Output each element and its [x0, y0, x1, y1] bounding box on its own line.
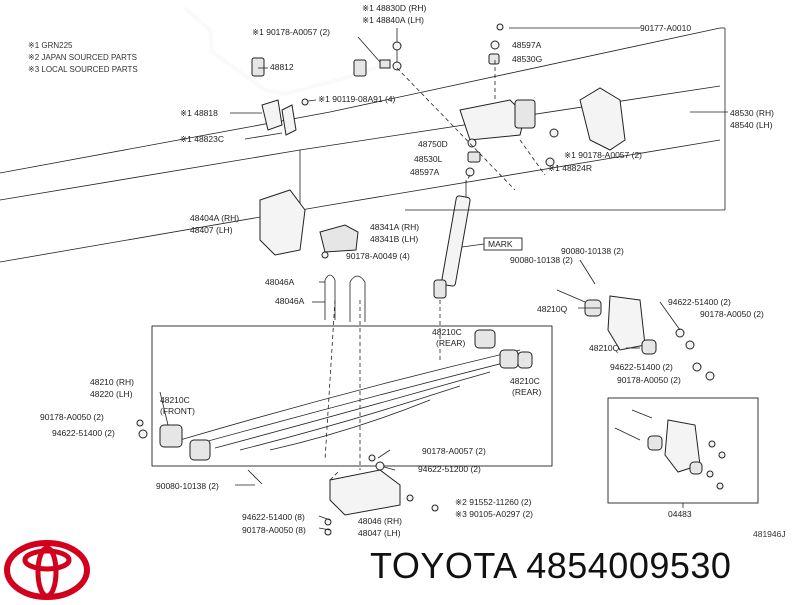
label-90178-a0050-r2: 90178-A0050 (2): [617, 375, 681, 385]
label-rear-top: (REAR): [436, 338, 465, 348]
note-3: ※3 LOCAL SOURCED PARTS: [28, 65, 138, 74]
stabilizer-bushing: [251, 57, 265, 77]
label-94622-8: 94622-51400 (8): [242, 512, 305, 522]
spring-hanger-bracket: [459, 23, 626, 177]
label-48341a: 48341A (RH): [370, 222, 419, 232]
label-90178-a0057-mid: ※1 90178-A0057 (2): [564, 150, 642, 160]
stabilizer-link: [379, 28, 402, 71]
mark-label: MARK: [488, 239, 513, 249]
label-48540: 48540 (LH): [730, 120, 773, 130]
label-48220: 48220 (LH): [90, 389, 133, 399]
label-48840a: ※1 48840A (LH): [362, 15, 424, 25]
label-48812: 48812: [270, 62, 294, 72]
leader-lines: [159, 27, 728, 531]
label-90080-c: 90080-10138 (2): [156, 481, 219, 491]
label-91552: ※2 91552-11260 (2): [455, 497, 532, 507]
brand-name: TOYOTA: [370, 545, 516, 586]
frame-rail: [0, 27, 721, 263]
label-48530g: 48530G: [512, 54, 542, 64]
shackle-kit: [614, 409, 726, 490]
label-rear-bot: (REAR): [512, 387, 541, 397]
label-48823c: ※1 48823C: [180, 134, 224, 144]
footer-title: TOYOTA 4854009530: [370, 545, 731, 587]
dashed-guides: [324, 60, 546, 481]
label-90178-a0057-top: ※1 90178-A0057 (2): [252, 27, 330, 37]
label-front: (FRONT): [160, 406, 195, 416]
note-1: ※1 GRN225: [28, 41, 73, 50]
spring-seat: [247, 454, 439, 536]
label-48047: 48047 (LH): [358, 528, 401, 538]
label-48046a-1: 48046A: [265, 277, 295, 287]
label-48046: 48046 (RH): [358, 516, 402, 526]
label-48210c-rear-bot: 48210C: [510, 376, 540, 386]
label-48341b: 48341B (LH): [370, 234, 418, 244]
label-48824r: ※1 48824R: [548, 163, 592, 173]
front-hanger-bracket: [259, 189, 359, 259]
notes-legend: ※1 GRN225 ※2 JAPAN SOURCED PARTS ※3 LOCA…: [28, 41, 138, 74]
label-90178-a0050-l: 90178-A0050 (2): [40, 412, 104, 422]
label-90178-a0049: 90178-A0049 (4): [346, 251, 410, 261]
label-90105: ※3 90105-A0297 (2): [455, 509, 533, 519]
label-48530l: 48530L: [414, 154, 443, 164]
leaf-spring-box: [151, 325, 553, 467]
figure-code: 481946J: [753, 529, 786, 539]
label-48046a-2: 48046A: [275, 296, 305, 306]
label-48597a-mid: 48597A: [410, 167, 440, 177]
toyota-logo: [4, 540, 90, 600]
stabilizer-bracket: [261, 98, 309, 136]
rear-shackle: [556, 259, 715, 381]
label-94622-l: 94622-51400 (2): [52, 428, 115, 438]
label-90080-b: 90080-10138 (2): [510, 255, 573, 265]
label-48407: 48407 (LH): [190, 225, 233, 235]
label-90177: 90177-A0010: [640, 23, 691, 33]
label-90080-a: 90080-10138 (2): [561, 246, 624, 256]
label-48830d: ※1 48830D (RH): [362, 3, 426, 13]
label-90178-a0050-r1: 90178-A0050 (2): [700, 309, 764, 319]
note-2: ※2 JAPAN SOURCED PARTS: [28, 53, 137, 62]
label-04483: 04483: [668, 509, 692, 519]
label-94622-51200: 94622-51200 (2): [418, 464, 481, 474]
u-bolts: [324, 274, 366, 322]
label-48210c-front: 48210C: [160, 395, 190, 405]
label-48530: 48530 (RH): [730, 108, 774, 118]
mark-callout: [483, 237, 523, 251]
label-48404a: 48404A (RH): [190, 213, 239, 223]
part-labels: ※1 48830D (RH) ※1 48840A (LH) ※1 90178-A…: [40, 3, 774, 538]
label-90178-a0050-8: 90178-A0050 (8): [242, 525, 306, 535]
label-90119: ※1 90119-08A91 (4): [318, 94, 396, 104]
label-90178-a0057-low: 90178-A0057 (2): [422, 446, 486, 456]
label-94622-r1: 94622-51400 (2): [668, 297, 731, 307]
stabilizer-bar: [183, 6, 394, 97]
label-48210: 48210 (RH): [90, 377, 134, 387]
shock-absorber: [433, 180, 471, 299]
label-48210c-rear-top: 48210C: [432, 327, 462, 337]
label-48818: ※1 48818: [180, 108, 218, 118]
label-94622-r2: 94622-51400 (2): [610, 362, 673, 372]
label-48597a-top: 48597A: [512, 40, 542, 50]
label-48210q-top: 48210Q: [537, 304, 568, 314]
label-48750d: 48750D: [418, 139, 448, 149]
leaf-spring: [136, 329, 533, 461]
label-48210q-bot: 48210Q: [589, 343, 620, 353]
part-number: 4854009530: [526, 545, 732, 586]
